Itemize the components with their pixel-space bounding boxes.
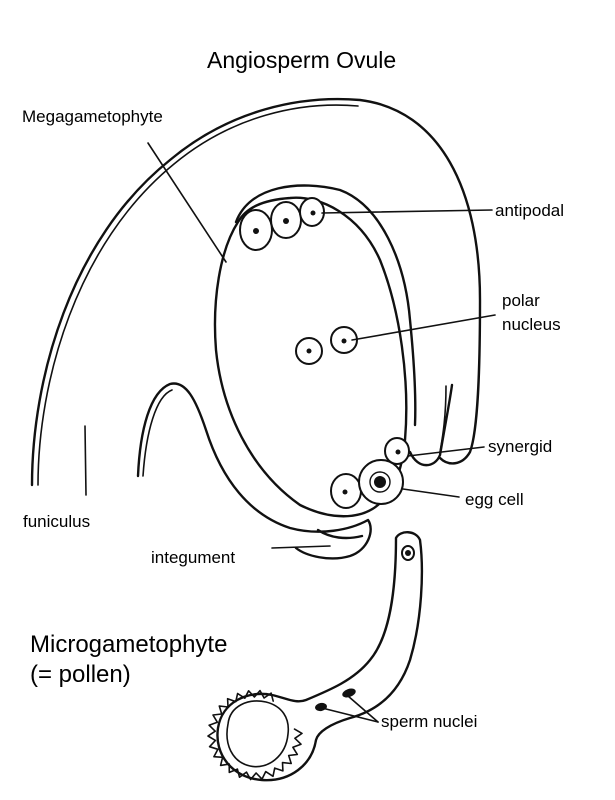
label-megagametophyte: Megagametophyte: [22, 107, 163, 126]
label-funiculus: funiculus: [23, 512, 90, 531]
label-sperm-nuclei: sperm nuclei: [381, 712, 477, 731]
leader-egg-cell: [402, 488, 460, 498]
integument-flap: [136, 382, 372, 560]
label-integument: integument: [151, 548, 235, 567]
pollen-grain-spines: [207, 689, 303, 781]
leader-sperm-1: [347, 695, 379, 723]
leader-megagametophyte: [147, 142, 227, 263]
outer-integument: [30, 97, 482, 487]
microgametophyte: [216, 531, 424, 782]
label-polar-line1: polar: [502, 291, 540, 310]
leader-integument: [271, 545, 331, 549]
leader-synergid: [407, 446, 485, 457]
label-antipodal: antipodal: [495, 201, 564, 220]
antipodal-cells: [239, 197, 325, 251]
polar-nuclei: [295, 326, 358, 365]
egg-apparatus: [330, 437, 410, 509]
funiculus-line: [84, 425, 87, 496]
diagram-title: Angiosperm Ovule: [207, 47, 396, 73]
label-microgametophyte: Microgametophyte: [30, 631, 227, 658]
label-synergid: synergid: [488, 437, 552, 456]
label-polar-line2: nucleus: [502, 315, 561, 334]
leader-antipodal: [321, 209, 493, 214]
label-egg-cell: egg cell: [465, 490, 524, 509]
leader-polar-nucleus: [351, 314, 496, 341]
leader-sperm-2: [321, 707, 379, 723]
leader-lines: [147, 142, 496, 723]
label-pollen: (= pollen): [30, 661, 131, 688]
inner-integument: [234, 184, 454, 467]
